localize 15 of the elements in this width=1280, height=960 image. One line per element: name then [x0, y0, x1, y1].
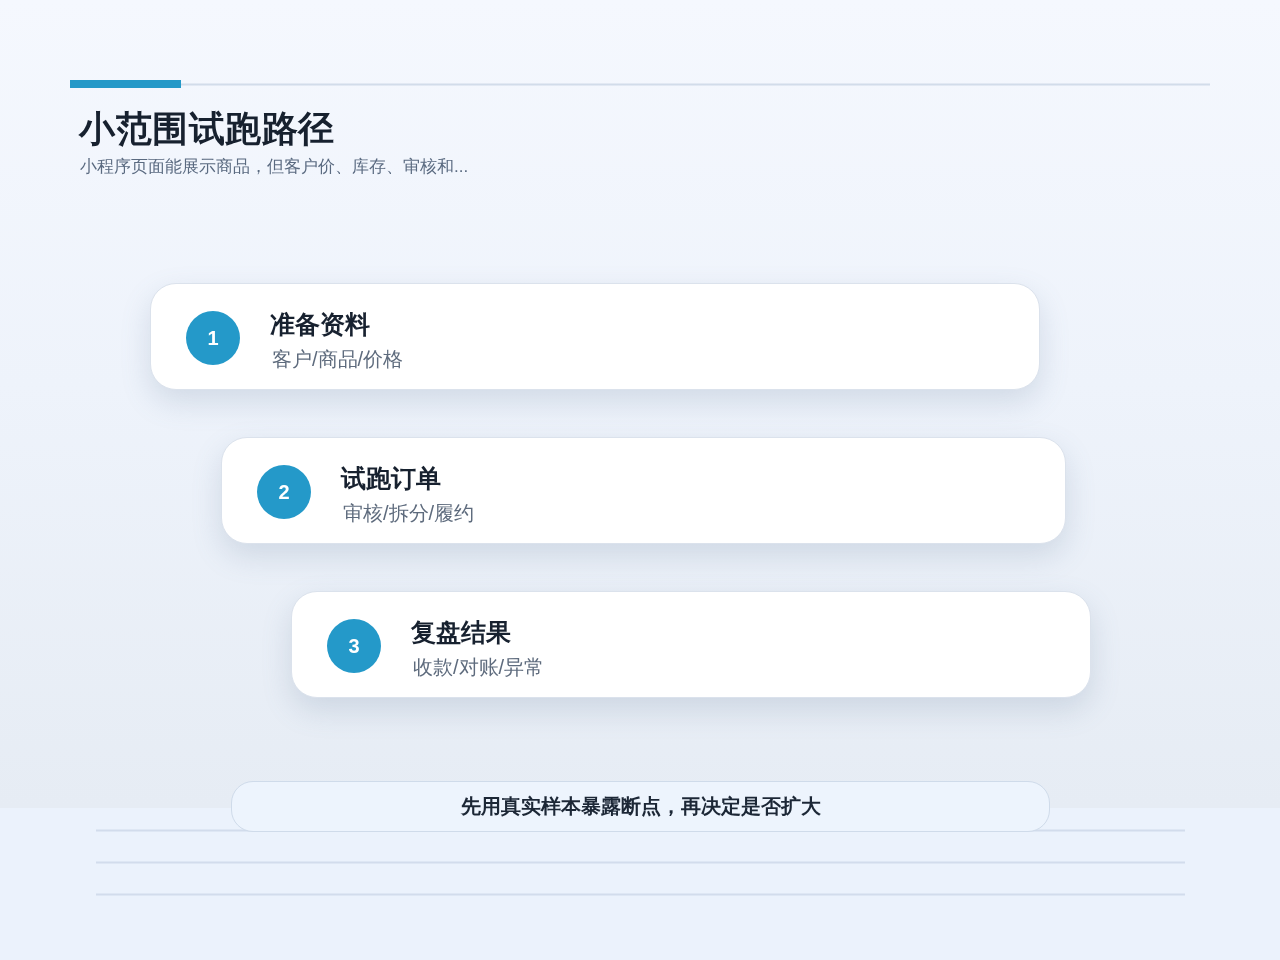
step-detail: 审核/拆分/履约 — [343, 501, 475, 526]
step-detail: 客户/商品/价格 — [272, 347, 404, 372]
slide-title: 小范围试跑路径 — [79, 107, 335, 151]
step-number: 2 — [257, 465, 311, 519]
step-card — [150, 283, 1040, 390]
step-title: 准备资料 — [270, 309, 370, 340]
step-title: 试跑订单 — [341, 463, 441, 494]
step-number: 1 — [186, 311, 240, 365]
note-banner: 先用真实样本暴露断点，再决定是否扩大 — [231, 781, 1050, 832]
step-card — [291, 591, 1091, 698]
step-card — [221, 437, 1066, 544]
slide-subtitle: 小程序页面能展示商品，但客户价、库存、审核和... — [80, 156, 469, 178]
step-number: 3 — [327, 619, 381, 673]
step-title: 复盘结果 — [411, 617, 511, 648]
step-detail: 收款/对账/异常 — [413, 655, 545, 680]
